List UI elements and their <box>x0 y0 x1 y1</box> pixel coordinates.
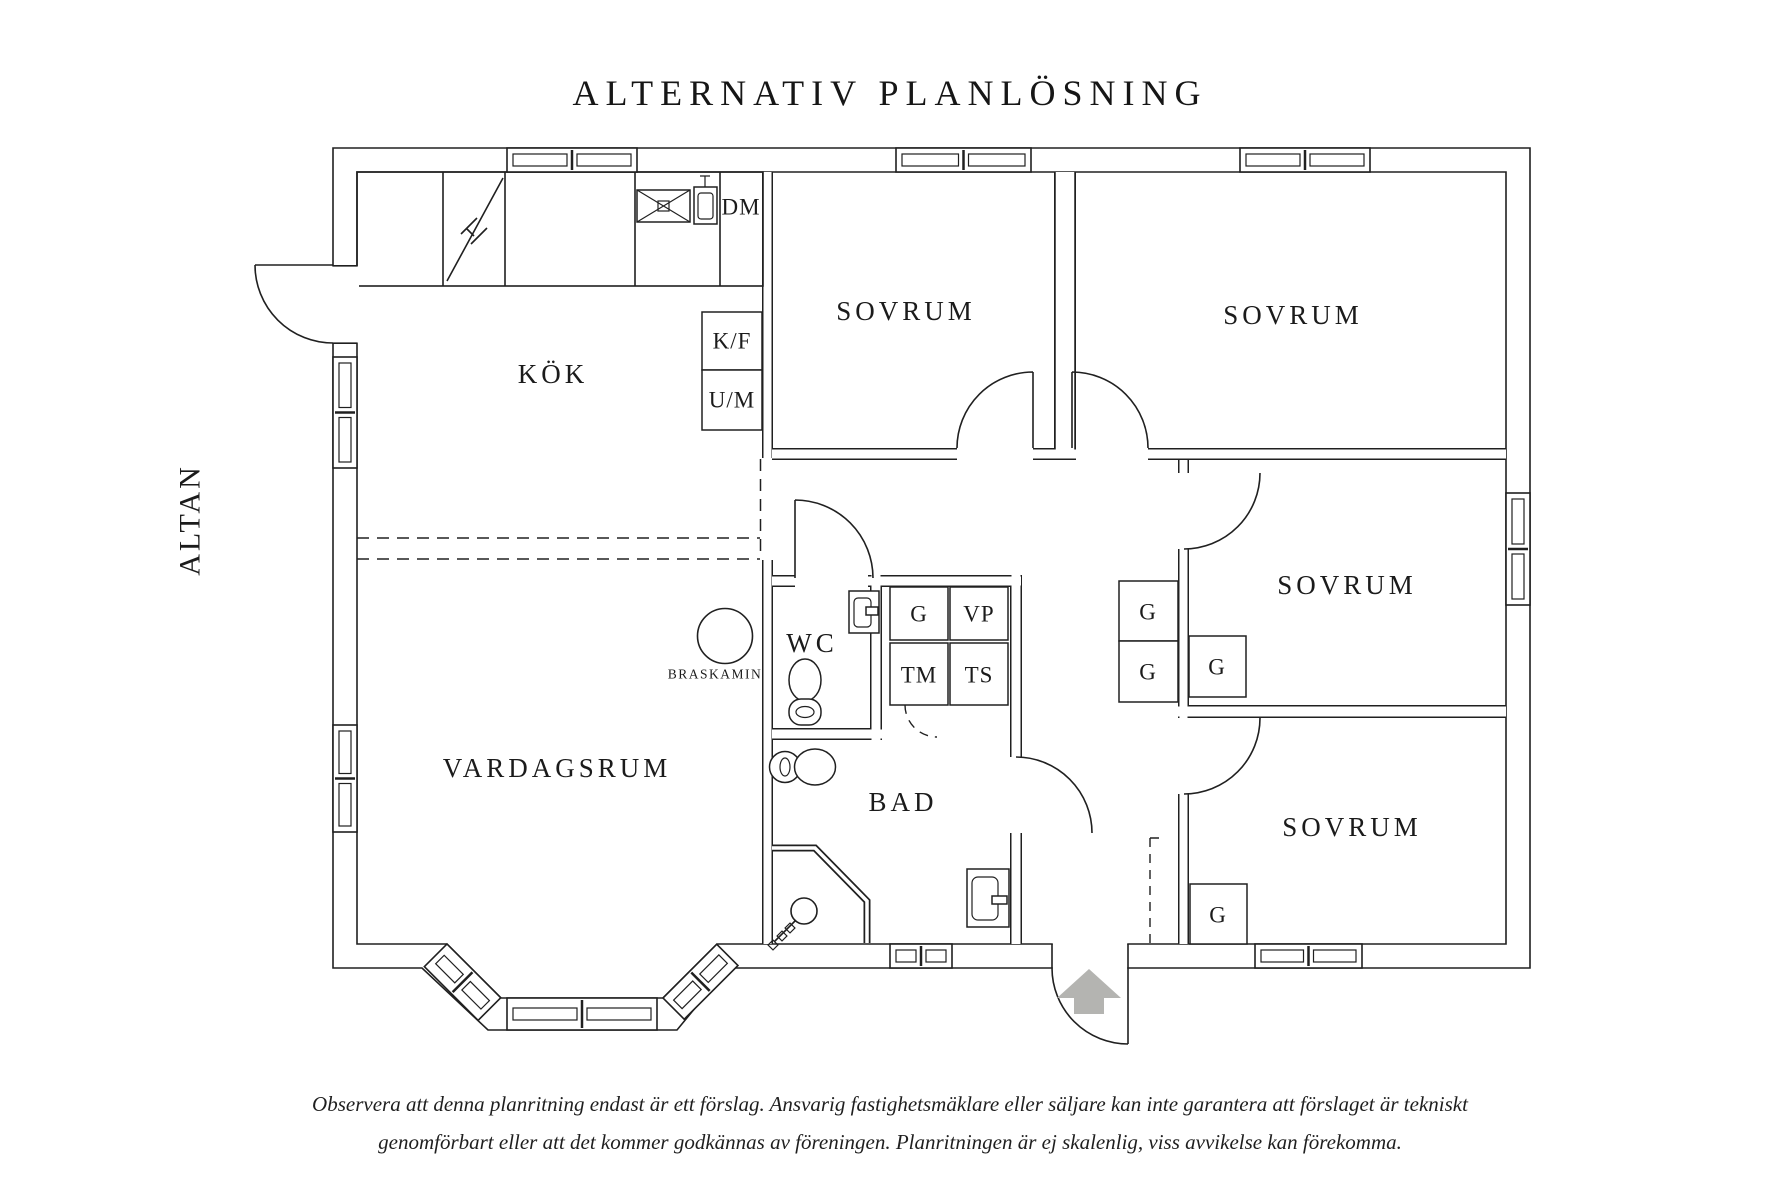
sink-icon <box>636 175 718 225</box>
window-icon <box>332 356 358 469</box>
wc-door-icon <box>794 499 874 579</box>
room-label-bad: BAD <box>868 787 937 817</box>
room-label-kok: KÖK <box>518 359 589 389</box>
wc-toilet-icon <box>788 658 822 726</box>
room-label-vardagsrum: VARDAGSRUM <box>443 753 672 783</box>
window-icon <box>332 724 358 833</box>
bad-door-icon <box>1015 756 1093 834</box>
bad-basin-icon <box>966 868 1010 928</box>
dashed-boundaries <box>357 459 1163 943</box>
wc-basin-icon <box>848 590 880 634</box>
sovrum-nw-door-icon <box>956 371 1034 449</box>
windows-layer <box>332 147 1531 1031</box>
kitchen-counter <box>356 171 764 287</box>
room-label-sovrum-se: SOVRUM <box>1282 812 1422 842</box>
wardrobe-boxes <box>1118 580 1248 945</box>
label-wardrobe-sovrum-se: G <box>1209 903 1227 928</box>
window-icon <box>895 147 1032 173</box>
sovrum-se-door-icon <box>1183 717 1261 795</box>
room-label-sovrum-e: SOVRUM <box>1277 570 1417 600</box>
window-icon <box>1254 943 1363 969</box>
stove-icon <box>446 177 504 282</box>
window-icon <box>423 942 502 1022</box>
label-dryer: TS <box>965 663 994 688</box>
balcony-door-icon <box>254 264 334 344</box>
room-label-sovrum-ne: SOVRUM <box>1223 300 1363 330</box>
window-icon <box>506 997 658 1031</box>
label-wardrobe-hall-lower: G <box>1139 660 1157 685</box>
label-wardrobe-sovrum-e: G <box>1208 655 1226 680</box>
label-heat-pump: VP <box>963 602 994 627</box>
doors-layer <box>254 264 1261 1045</box>
label-fridge-freezer: K/F <box>713 329 752 354</box>
room-label-wc: WC <box>786 628 838 658</box>
page-title: ALTERNATIV PLANLÖSNING <box>572 73 1208 113</box>
disclaimer-line-2: genomförbart eller att det kommer godkän… <box>378 1130 1402 1154</box>
sovrum-e-door-icon <box>1183 472 1261 550</box>
fireplace-icon <box>696 607 754 665</box>
window-icon <box>506 147 638 173</box>
label-laundry-cabinet: G <box>910 602 928 627</box>
disclaimer-line-1: Observera att denna planritning endast ä… <box>312 1092 1468 1116</box>
balcony-door-opening <box>331 266 359 343</box>
window-icon <box>889 943 953 969</box>
label-washer: TM <box>901 663 938 688</box>
bad-toilet-icon <box>768 748 837 786</box>
terrace-label: ALTAN <box>174 464 207 576</box>
label-oven-micro: U/M <box>709 388 755 413</box>
oven-micro-box <box>701 369 763 431</box>
window-icon <box>1505 492 1531 606</box>
shower-icon <box>767 844 871 951</box>
fireplace-label: BRASKAMIN <box>668 667 763 682</box>
interior-walls <box>762 172 1506 944</box>
entrance-door-icon <box>1051 967 1129 1045</box>
window-icon <box>1239 147 1371 173</box>
room-label-sovrum-nw: SOVRUM <box>836 296 976 326</box>
laundry-boxes <box>889 586 1009 706</box>
entrance-opening <box>1052 942 1128 970</box>
window-icon <box>661 943 740 1021</box>
fridge-freezer-box <box>701 311 763 371</box>
entrance-arrow-icon <box>1057 969 1121 1014</box>
label-wardrobe-hall-upper: G <box>1139 600 1157 625</box>
label-dishwasher: DM <box>721 195 760 220</box>
sovrum-ne-door-icon <box>1071 371 1149 449</box>
